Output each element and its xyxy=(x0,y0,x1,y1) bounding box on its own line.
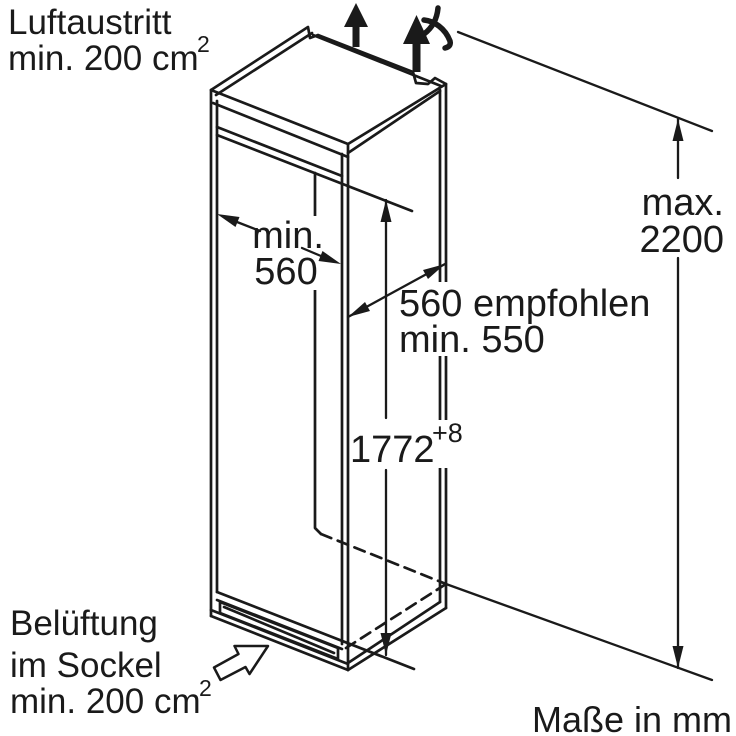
top-vent-label-line2: min. 200 cm xyxy=(8,39,199,78)
power-connection-x-icon xyxy=(421,5,453,51)
x-mark-stroke xyxy=(421,17,453,51)
max-height-label-line2: 2200 xyxy=(639,219,724,261)
arrowhead-niche-height-bottom xyxy=(380,633,392,655)
plinth-vent-slot-inner xyxy=(222,605,336,655)
depth-label-line1: 560 empfohlen xyxy=(399,283,650,325)
niche-height-value: 1772 xyxy=(350,429,435,471)
arrowhead-max-height-top xyxy=(672,119,684,141)
labels: Luftaustritt min. 200 cm 2 Belüftung im … xyxy=(8,3,732,736)
up-arrow-icon xyxy=(344,3,368,47)
bottom-vent-label-line2: im Sockel xyxy=(10,646,162,685)
halo-niche-height xyxy=(352,420,468,468)
cabinet-top-inner-back-edge xyxy=(311,33,443,88)
niche-floor-front-edge-extended xyxy=(215,590,416,671)
arrowhead-niche-height-top xyxy=(380,200,392,222)
back-left-inner-edge xyxy=(313,171,323,536)
arrowhead-max-height-bottom xyxy=(672,646,684,668)
plinth-bottom-outer-edge xyxy=(209,614,350,672)
max-height-label-line1: max. xyxy=(642,182,724,224)
dim-shaft-width-right xyxy=(300,246,323,258)
bottom-vent-label-line1: Belüftung xyxy=(10,604,158,643)
extension-line-bottom xyxy=(444,582,714,682)
units-note: Maße in mm xyxy=(532,699,732,736)
niche-width-label-line2: 560 xyxy=(254,251,317,293)
depth-label-line2: min. 550 xyxy=(399,319,545,361)
niche-ceiling-front-line xyxy=(215,125,344,178)
niche-width-label-line1: min. xyxy=(252,215,324,257)
plinth-air-inlet-arrow-icon xyxy=(212,644,270,682)
side-panel-top-inner-edge xyxy=(346,89,442,155)
cabinet-top-face xyxy=(209,25,448,146)
halo-max-height xyxy=(626,180,728,256)
side-panel-bottom-outer-edge xyxy=(346,606,448,672)
top-vent-label-sup: 2 xyxy=(197,31,210,57)
niche-height-tolerance: +8 xyxy=(432,418,463,448)
extension-line-top xyxy=(456,30,714,133)
hidden-floor-back-edge xyxy=(319,532,448,586)
side-panel-bottom-inner-edge xyxy=(346,600,442,665)
hidden-floor-right-edge xyxy=(344,582,448,650)
top-board-front-edge xyxy=(211,101,350,159)
arrowhead-width-left xyxy=(217,214,240,227)
bottom-vent-label-sup: 2 xyxy=(199,675,212,701)
air-outlet-arrows xyxy=(344,3,430,72)
plinth-bottom-inner-edge xyxy=(209,608,350,666)
arrowhead-width-right xyxy=(318,251,341,264)
up-arrow-icon xyxy=(403,15,430,72)
arrowhead-depth-back xyxy=(423,264,445,279)
cabinet-top-inner-left-edge xyxy=(214,31,314,97)
dimension-lines xyxy=(217,30,714,682)
bottom-vent-label-line3: min. 200 cm xyxy=(10,682,201,721)
arrowhead-depth-front xyxy=(348,302,370,317)
top-vent-label-line1: Luftaustritt xyxy=(8,3,172,42)
halo-depth xyxy=(394,282,650,356)
dim-shaft-width-left xyxy=(235,220,262,233)
